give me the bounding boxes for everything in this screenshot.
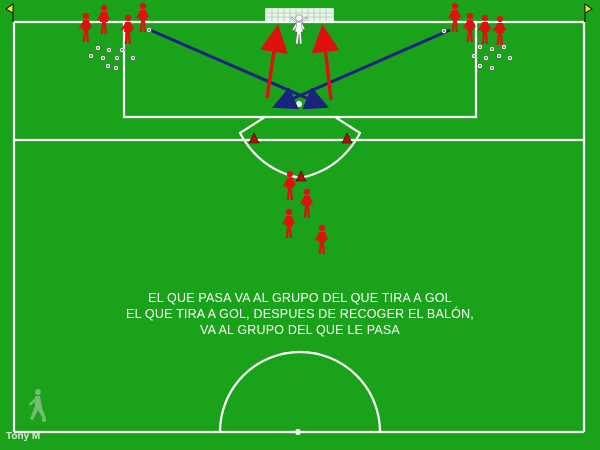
ball-icon xyxy=(114,55,120,61)
penalty-area xyxy=(122,22,478,119)
ball-icon xyxy=(477,63,483,69)
instruction-line-1: EL QUE PASA VA AL GRUPO DEL QUE TIRA A G… xyxy=(148,291,452,305)
player-figure-icon xyxy=(97,4,110,34)
ball-icon xyxy=(146,27,152,33)
player-figure-icon xyxy=(282,208,295,238)
ball-icon xyxy=(489,65,495,71)
ball-icon xyxy=(106,47,112,53)
pass-arrow-left xyxy=(149,28,330,110)
ball-icon xyxy=(483,55,489,61)
player-figure-icon xyxy=(315,224,328,254)
ball-icon xyxy=(441,28,447,34)
ball-icon xyxy=(507,55,513,61)
ball-icon xyxy=(113,65,119,71)
left-player-group xyxy=(79,2,149,44)
player-figure-icon xyxy=(136,2,149,32)
cone-icon xyxy=(295,170,307,182)
ball-icon xyxy=(477,44,483,50)
left-ball-pile xyxy=(88,27,152,71)
corner-flag-icon xyxy=(5,3,14,22)
player-figure-icon xyxy=(463,12,476,42)
player-figure-icon xyxy=(493,15,506,45)
player-figure-icon xyxy=(478,14,491,44)
player-figure-icon xyxy=(300,188,313,218)
center-spot xyxy=(295,429,301,435)
ball-icon xyxy=(130,55,136,61)
author-logo-icon xyxy=(29,389,46,422)
drill-instructions: EL QUE PASA VA AL GRUPO DEL QUE TIRA A G… xyxy=(0,290,600,338)
ball-icon xyxy=(119,47,125,53)
center-circle xyxy=(218,350,382,433)
corner-flag-icon xyxy=(584,3,593,22)
pass-arrows xyxy=(149,28,451,110)
instruction-line-3: VA AL GRUPO DEL QUE LE PASA xyxy=(200,323,400,337)
ball-icon xyxy=(95,45,101,51)
ball-icon xyxy=(105,63,111,69)
ball-icon xyxy=(88,53,94,59)
ball-icon xyxy=(501,44,507,50)
shot-arrow-right xyxy=(311,24,340,101)
player-figure-icon xyxy=(448,2,461,32)
author-signature: Tony M xyxy=(6,431,41,442)
shot-arrow-left xyxy=(260,24,288,99)
ball-icon xyxy=(489,46,495,52)
goalkeeper-figure-icon xyxy=(290,14,308,45)
ball-icon xyxy=(496,53,502,59)
center-player-group xyxy=(282,170,328,254)
cone-icon xyxy=(341,132,353,144)
ball-icon xyxy=(100,55,106,61)
pitch-lines xyxy=(12,20,586,434)
cone-icon xyxy=(248,132,260,144)
training-zone-outline xyxy=(238,116,362,180)
penalty-spot xyxy=(296,101,302,107)
pass-arrow-right xyxy=(272,28,451,110)
instruction-line-2: EL QUE TIRA A GOL, DESPUES DE RECOGER EL… xyxy=(126,307,474,321)
shot-arrows xyxy=(260,24,340,101)
player-figure-icon xyxy=(79,12,92,42)
ball-icon xyxy=(471,53,477,59)
player-figure-icon xyxy=(283,170,296,200)
